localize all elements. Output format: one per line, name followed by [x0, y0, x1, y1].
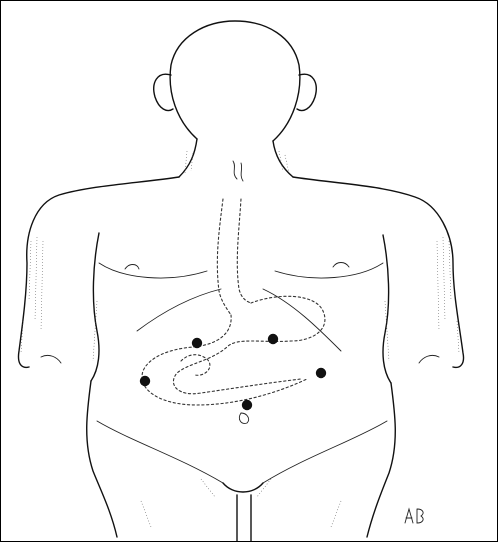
left-flank	[87, 381, 117, 537]
port-site-umbilical	[242, 400, 252, 410]
left-wrist	[41, 355, 61, 363]
artist-signature	[405, 509, 423, 523]
neck-right	[273, 141, 293, 177]
right-shoulder-arm	[293, 177, 464, 367]
port-site-left-flank	[140, 376, 150, 386]
groin	[223, 483, 263, 541]
groin-shading	[141, 479, 341, 527]
port-site-upper-right	[268, 334, 278, 344]
left-costal-margin	[137, 289, 221, 331]
right-inner-arm	[383, 235, 391, 383]
throat-mark	[233, 161, 243, 181]
umbilicus	[239, 413, 248, 423]
port-site-upper-left	[192, 338, 202, 348]
right-wrist	[419, 355, 439, 363]
esophagus-left	[217, 199, 231, 315]
right-arm-shading	[385, 237, 459, 361]
stomach-inner	[142, 315, 307, 405]
head-outline	[170, 21, 300, 141]
right-nipple	[333, 263, 349, 268]
left-inguinal	[97, 421, 223, 483]
left-arm-shading	[21, 237, 97, 361]
neck-left	[179, 139, 197, 177]
left-pectoral	[99, 263, 207, 278]
port-site-right-flank	[316, 368, 326, 378]
right-flank	[367, 383, 395, 537]
neck-shading	[185, 151, 289, 173]
right-pectoral	[275, 263, 383, 278]
left-nipple	[125, 265, 139, 270]
left-inner-arm	[91, 233, 99, 381]
duodenum	[181, 355, 210, 376]
esophagus-right	[237, 199, 251, 303]
right-inguinal	[263, 421, 387, 483]
